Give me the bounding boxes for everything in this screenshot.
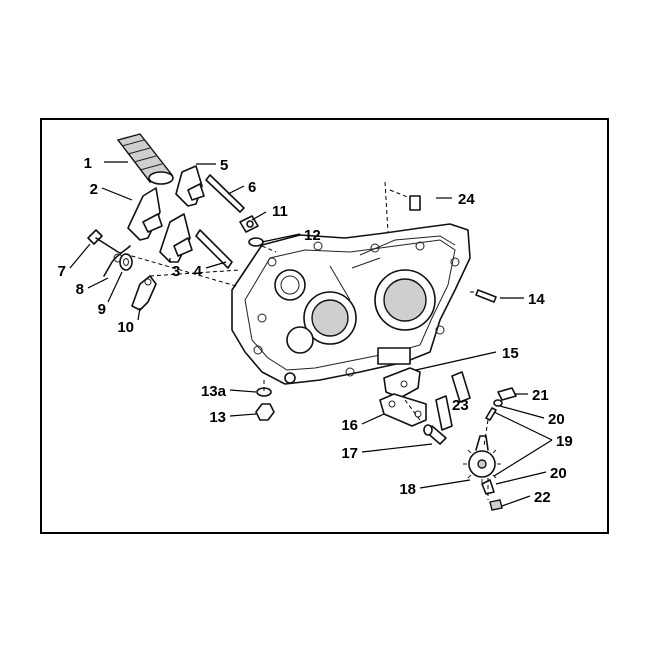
assembly-lines [117, 181, 489, 500]
gear-18 [463, 435, 501, 483]
callout-11: 11 [272, 203, 288, 220]
washer-12 [248, 237, 264, 247]
shift-fork-right [175, 165, 205, 207]
callout-22: 22 [534, 489, 551, 506]
callout-3: 3 [172, 263, 180, 280]
callout-1: 1 [84, 155, 92, 172]
shift-drum [116, 133, 174, 185]
drain-plug-13 [255, 403, 275, 421]
spacer-9 [119, 253, 133, 271]
callout-13a: 13a [201, 383, 227, 400]
shift-fork-left [127, 187, 163, 241]
fork-shaft-short [205, 174, 245, 213]
callout-23: 23 [452, 397, 469, 414]
shift-fork-center [159, 213, 193, 263]
leader-lines [69, 161, 553, 507]
callout-24: 24 [458, 191, 475, 208]
dowel-24 [409, 195, 421, 211]
seal-20-top [493, 399, 503, 407]
crankcase-half [231, 223, 471, 385]
block-22 [489, 499, 503, 511]
callout-6: 6 [248, 179, 256, 196]
callout-15: 15 [502, 345, 519, 362]
spring-8 [103, 245, 131, 277]
callout-17: 17 [341, 445, 358, 462]
fork-shaft-long [195, 229, 233, 269]
callout-8: 8 [76, 281, 84, 298]
screw-7 [87, 229, 119, 253]
callout-20-top: 20 [548, 411, 565, 428]
callout-10: 10 [117, 319, 134, 336]
callout-18: 18 [399, 481, 416, 498]
plug-11 [239, 215, 259, 233]
callout-14: 14 [528, 291, 545, 308]
spring-19-top [485, 407, 497, 421]
callout-13: 13 [209, 409, 226, 426]
callout-12: 12 [304, 227, 321, 244]
callout-7: 7 [58, 263, 66, 280]
callout-9: 9 [98, 301, 106, 318]
callout-20-bottom: 20 [550, 465, 567, 482]
cover-plate-15 [383, 367, 421, 399]
cap-21 [497, 387, 517, 401]
callout-16: 16 [341, 417, 358, 434]
callout-2: 2 [90, 181, 98, 198]
stud-14 [475, 289, 497, 303]
callout-19: 19 [556, 433, 573, 450]
callout-4: 4 [194, 263, 203, 280]
callout-5: 5 [220, 157, 228, 174]
screw-17 [423, 424, 447, 445]
stud-23 [435, 371, 471, 431]
callout-21: 21 [532, 387, 549, 404]
